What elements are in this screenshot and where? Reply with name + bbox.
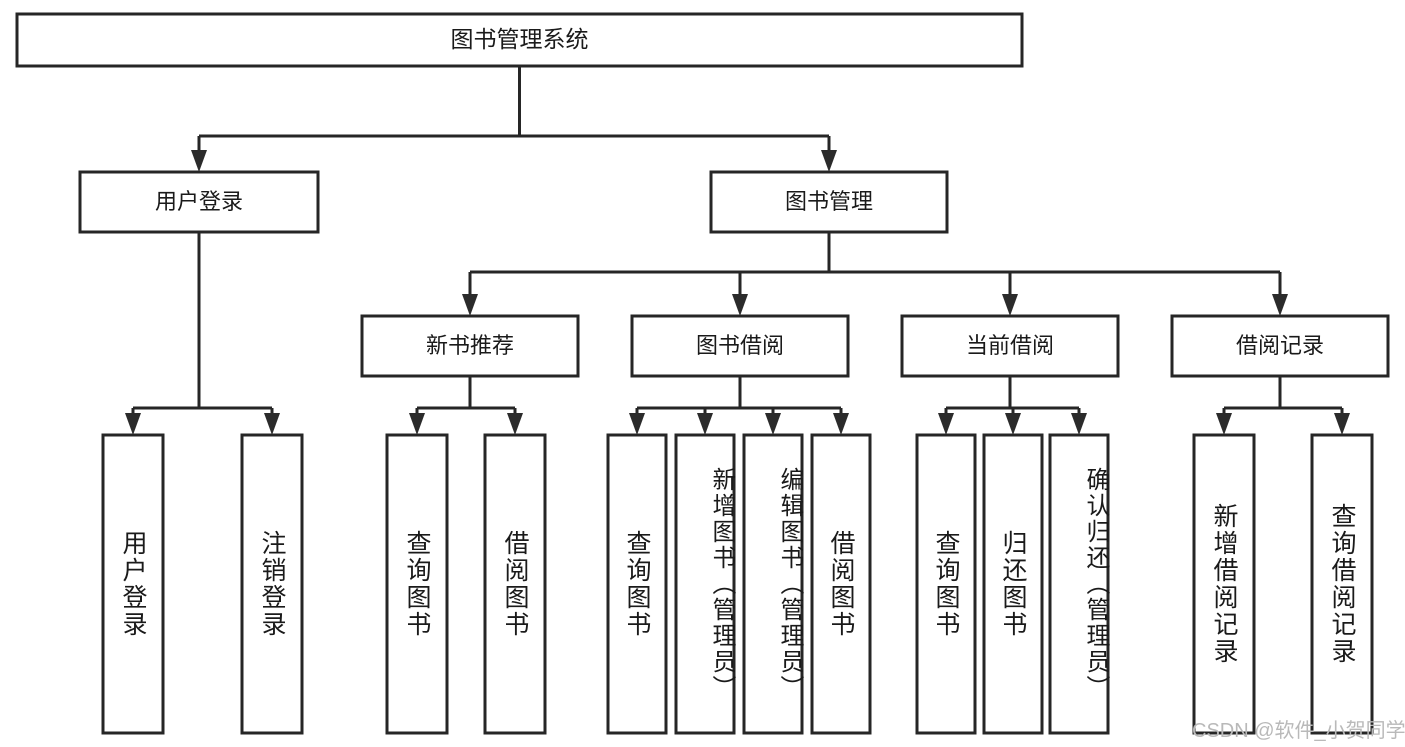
- node-level2-0[interactable]: 用户登录: [78, 170, 320, 234]
- node-box[interactable]: [900, 314, 1120, 378]
- arrow-head-icon: [821, 150, 837, 172]
- leaf-box-0[interactable]: [101, 433, 165, 735]
- node-level2-1[interactable]: 图书管理: [709, 170, 949, 234]
- node-label: 图书管理: [785, 189, 873, 214]
- arrow-head-icon: [629, 413, 645, 435]
- node-box[interactable]: [15, 12, 1024, 68]
- arrow-head-icon: [938, 413, 954, 435]
- node-label: 当前借阅: [966, 333, 1054, 358]
- node-level3-3[interactable]: 借阅记录: [1170, 314, 1390, 378]
- arrow-head-icon: [462, 294, 478, 316]
- arrow-head-icon: [732, 294, 748, 316]
- node-box[interactable]: [709, 170, 949, 234]
- node-label: 借阅记录: [1236, 333, 1324, 358]
- arrow-head-icon: [1005, 413, 1021, 435]
- leaf-box-2[interactable]: [385, 433, 449, 735]
- arrow-head-icon: [264, 413, 280, 435]
- leaf-box-12[interactable]: [1310, 433, 1374, 735]
- node-label: 图书管理系统: [451, 26, 589, 52]
- arrow-head-icon: [833, 413, 849, 435]
- leaf-box-8[interactable]: [915, 433, 977, 735]
- arrow-head-icon: [409, 413, 425, 435]
- arrow-head-icon: [697, 413, 713, 435]
- node-root[interactable]: 图书管理系统: [15, 12, 1024, 68]
- arrow-head-icon: [1071, 413, 1087, 435]
- leaf-box-11[interactable]: [1192, 433, 1256, 735]
- node-level3-0[interactable]: 新书推荐: [360, 314, 580, 378]
- arrow-head-icon: [1334, 413, 1350, 435]
- node-label: 用户登录: [155, 189, 243, 214]
- node-box[interactable]: [630, 314, 850, 378]
- leaf-box-4[interactable]: [606, 433, 668, 735]
- arrow-head-icon: [191, 150, 207, 172]
- leaf-box-6[interactable]: [742, 433, 804, 735]
- arrow-head-icon: [507, 413, 523, 435]
- arrow-head-icon: [1272, 294, 1288, 316]
- node-level3-2[interactable]: 当前借阅: [900, 314, 1120, 378]
- arrow-head-icon: [765, 413, 781, 435]
- node-box[interactable]: [78, 170, 320, 234]
- connector-layer: [125, 66, 1350, 435]
- node-box[interactable]: [1170, 314, 1390, 378]
- leaf-box-5[interactable]: [674, 433, 736, 735]
- leaf-box-3[interactable]: [483, 433, 547, 735]
- node-label: 新书推荐: [426, 333, 514, 358]
- leaf-box-7[interactable]: [810, 433, 872, 735]
- arrow-head-icon: [125, 413, 141, 435]
- leaf-box-9[interactable]: [982, 433, 1044, 735]
- leaf-box-1[interactable]: [240, 433, 304, 735]
- node-label: 图书借阅: [696, 333, 784, 358]
- leaf-box-10[interactable]: [1048, 433, 1110, 735]
- arrow-head-icon: [1002, 294, 1018, 316]
- node-level3-1[interactable]: 图书借阅: [630, 314, 850, 378]
- node-box[interactable]: [360, 314, 580, 378]
- arrow-head-icon: [1216, 413, 1232, 435]
